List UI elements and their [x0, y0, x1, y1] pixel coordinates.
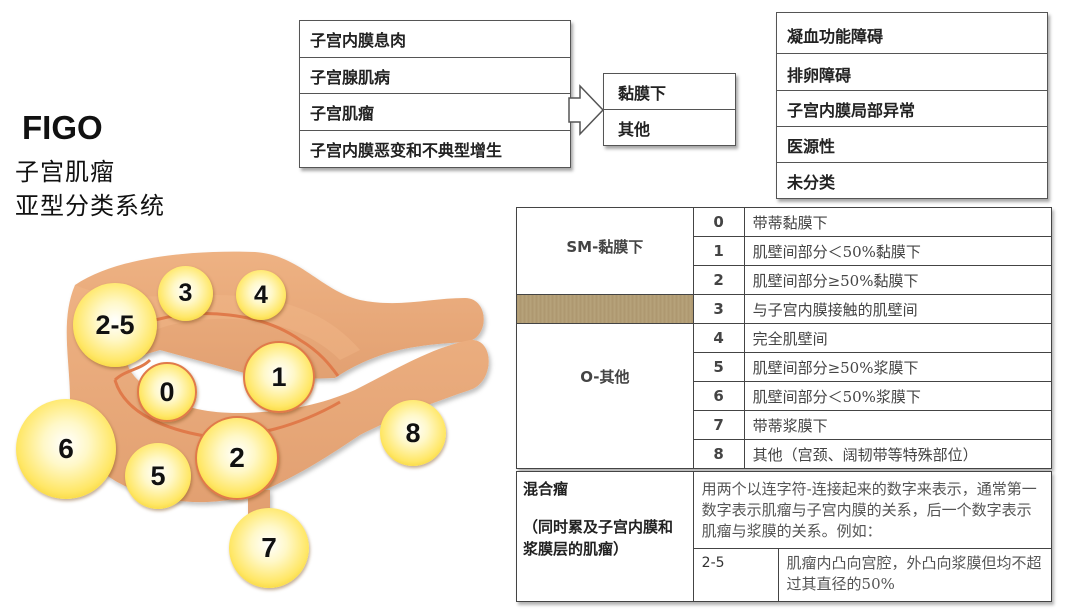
- classification-table: SM-黏膜下 0 带蒂黏膜下 1 肌壁间部分＜50%黏膜下 2 肌壁间部分≥50…: [516, 207, 1053, 469]
- table-row: 2 肌壁间部分≥50%黏膜下: [517, 265, 1053, 295]
- type-description: 完全肌壁间: [743, 323, 1053, 353]
- group-label-intramural-hatched: [516, 294, 694, 324]
- table-row: 7 带蒂浆膜下: [517, 410, 1053, 440]
- type-description: 肌壁间部分≥50%浆膜下: [743, 352, 1053, 382]
- nonstructural-item: 凝血功能障碍: [777, 13, 1047, 54]
- table-row: O-其他 4 完全肌壁间: [516, 323, 1053, 469]
- title-line-1: 子宫肌瘤: [15, 158, 115, 186]
- fibroid-8: 8: [380, 400, 446, 466]
- nonstructural-causes-box: 凝血功能障碍 排卵障碍 子宫内膜局部异常 医源性 未分类: [776, 12, 1048, 199]
- subtype-item: 其他: [618, 119, 651, 139]
- mixed-fibroid-table: 混合瘤 （同时累及子宫内膜和浆膜层的肌瘤） 用两个以连字符-连接起来的数字来表示…: [516, 471, 1053, 602]
- title-line-2: 亚型分类系统: [15, 192, 165, 220]
- type-description: 带蒂浆膜下: [743, 410, 1053, 440]
- type-description: 带蒂黏膜下: [743, 207, 1053, 237]
- mixed-label-title: 混合瘤: [523, 480, 569, 498]
- structural-item: 子宫肌瘤: [300, 94, 570, 131]
- table-row: 8 其他（宫颈、阔韧带等特殊部位）: [517, 439, 1053, 469]
- mixed-description: 用两个以连字符-连接起来的数字来表示，通常第一数字表示肌瘤与子宫内膜的关系，后一…: [692, 471, 1053, 549]
- table-row: SM-黏膜下 0 带蒂黏膜下: [516, 207, 1053, 295]
- nonstructural-item: 医源性: [777, 127, 1047, 163]
- type-code: 8: [692, 439, 745, 469]
- table-row: 6 肌壁间部分＜50%浆膜下: [517, 381, 1053, 411]
- fibroid-2: 2: [195, 416, 279, 500]
- type-code: 1: [692, 236, 745, 266]
- subtype-box: 黏膜下 其他: [603, 73, 736, 146]
- example-code: 2-5: [692, 548, 779, 602]
- group-label-sm: SM-黏膜下: [516, 207, 694, 295]
- type-code: 4: [692, 323, 745, 353]
- nonstructural-item: 未分类: [787, 172, 836, 192]
- structural-item: 子宫内膜息肉: [300, 21, 570, 58]
- type-code: 2: [692, 265, 745, 295]
- type-description: 肌壁间部分＜50%浆膜下: [743, 381, 1053, 411]
- arrow-right-icon: [568, 84, 605, 136]
- subtype-item: 黏膜下: [604, 74, 735, 110]
- group-label-other: O-其他: [516, 323, 694, 469]
- fibroid-2-5: 2-5: [73, 283, 157, 367]
- fibroid-5: 5: [125, 443, 191, 509]
- type-code: 7: [692, 410, 745, 440]
- type-code: 0: [692, 207, 745, 237]
- fibroid-6: 6: [16, 399, 116, 499]
- fibroid-3: 3: [158, 266, 213, 321]
- table-row: 1 肌壁间部分＜50%黏膜下: [517, 236, 1053, 266]
- fibroid-4: 4: [236, 270, 286, 320]
- nonstructural-item: 排卵障碍: [777, 54, 1047, 91]
- table-row: 5 肌壁间部分≥50%浆膜下: [517, 352, 1053, 382]
- table-row: 2-5 肌瘤内凸向宫腔，外凸向浆膜但均不超过其直径的50%: [517, 548, 1053, 602]
- fibroid-0: 0: [137, 362, 197, 422]
- type-code: 5: [692, 352, 745, 382]
- structural-item: 子宫腺肌病: [300, 58, 570, 94]
- type-description: 肌壁间部分≥50%黏膜下: [743, 265, 1053, 295]
- fibroid-1: 1: [243, 341, 315, 413]
- type-description: 肌壁间部分＜50%黏膜下: [743, 236, 1053, 266]
- type-code: 3: [692, 294, 745, 324]
- table-row: 3 与子宫内膜接触的肌壁间: [516, 294, 1053, 324]
- nonstructural-item: 子宫内膜局部异常: [777, 91, 1047, 127]
- table-row: 混合瘤 （同时累及子宫内膜和浆膜层的肌瘤） 用两个以连字符-连接起来的数字来表示…: [516, 471, 1053, 602]
- type-description: 其他（宫颈、阔韧带等特殊部位）: [743, 439, 1053, 469]
- type-description: 与子宫内膜接触的肌壁间: [743, 294, 1053, 324]
- mixed-label-note: （同时累及子宫内膜和浆膜层的肌瘤）: [523, 518, 674, 558]
- structural-item: 子宫内膜恶变和不典型增生: [310, 141, 503, 160]
- structural-causes-box: 子宫内膜息肉 子宫腺肌病 子宫肌瘤 子宫内膜恶变和不典型增生: [299, 20, 571, 168]
- mixed-label-cell: 混合瘤 （同时累及子宫内膜和浆膜层的肌瘤）: [516, 471, 694, 602]
- type-code: 6: [692, 381, 745, 411]
- fibroid-7: 7: [229, 508, 309, 588]
- example-description: 肌瘤内凸向宫腔，外凸向浆膜但均不超过其直径的50%: [777, 548, 1053, 602]
- figo-title: FIGO: [22, 109, 103, 146]
